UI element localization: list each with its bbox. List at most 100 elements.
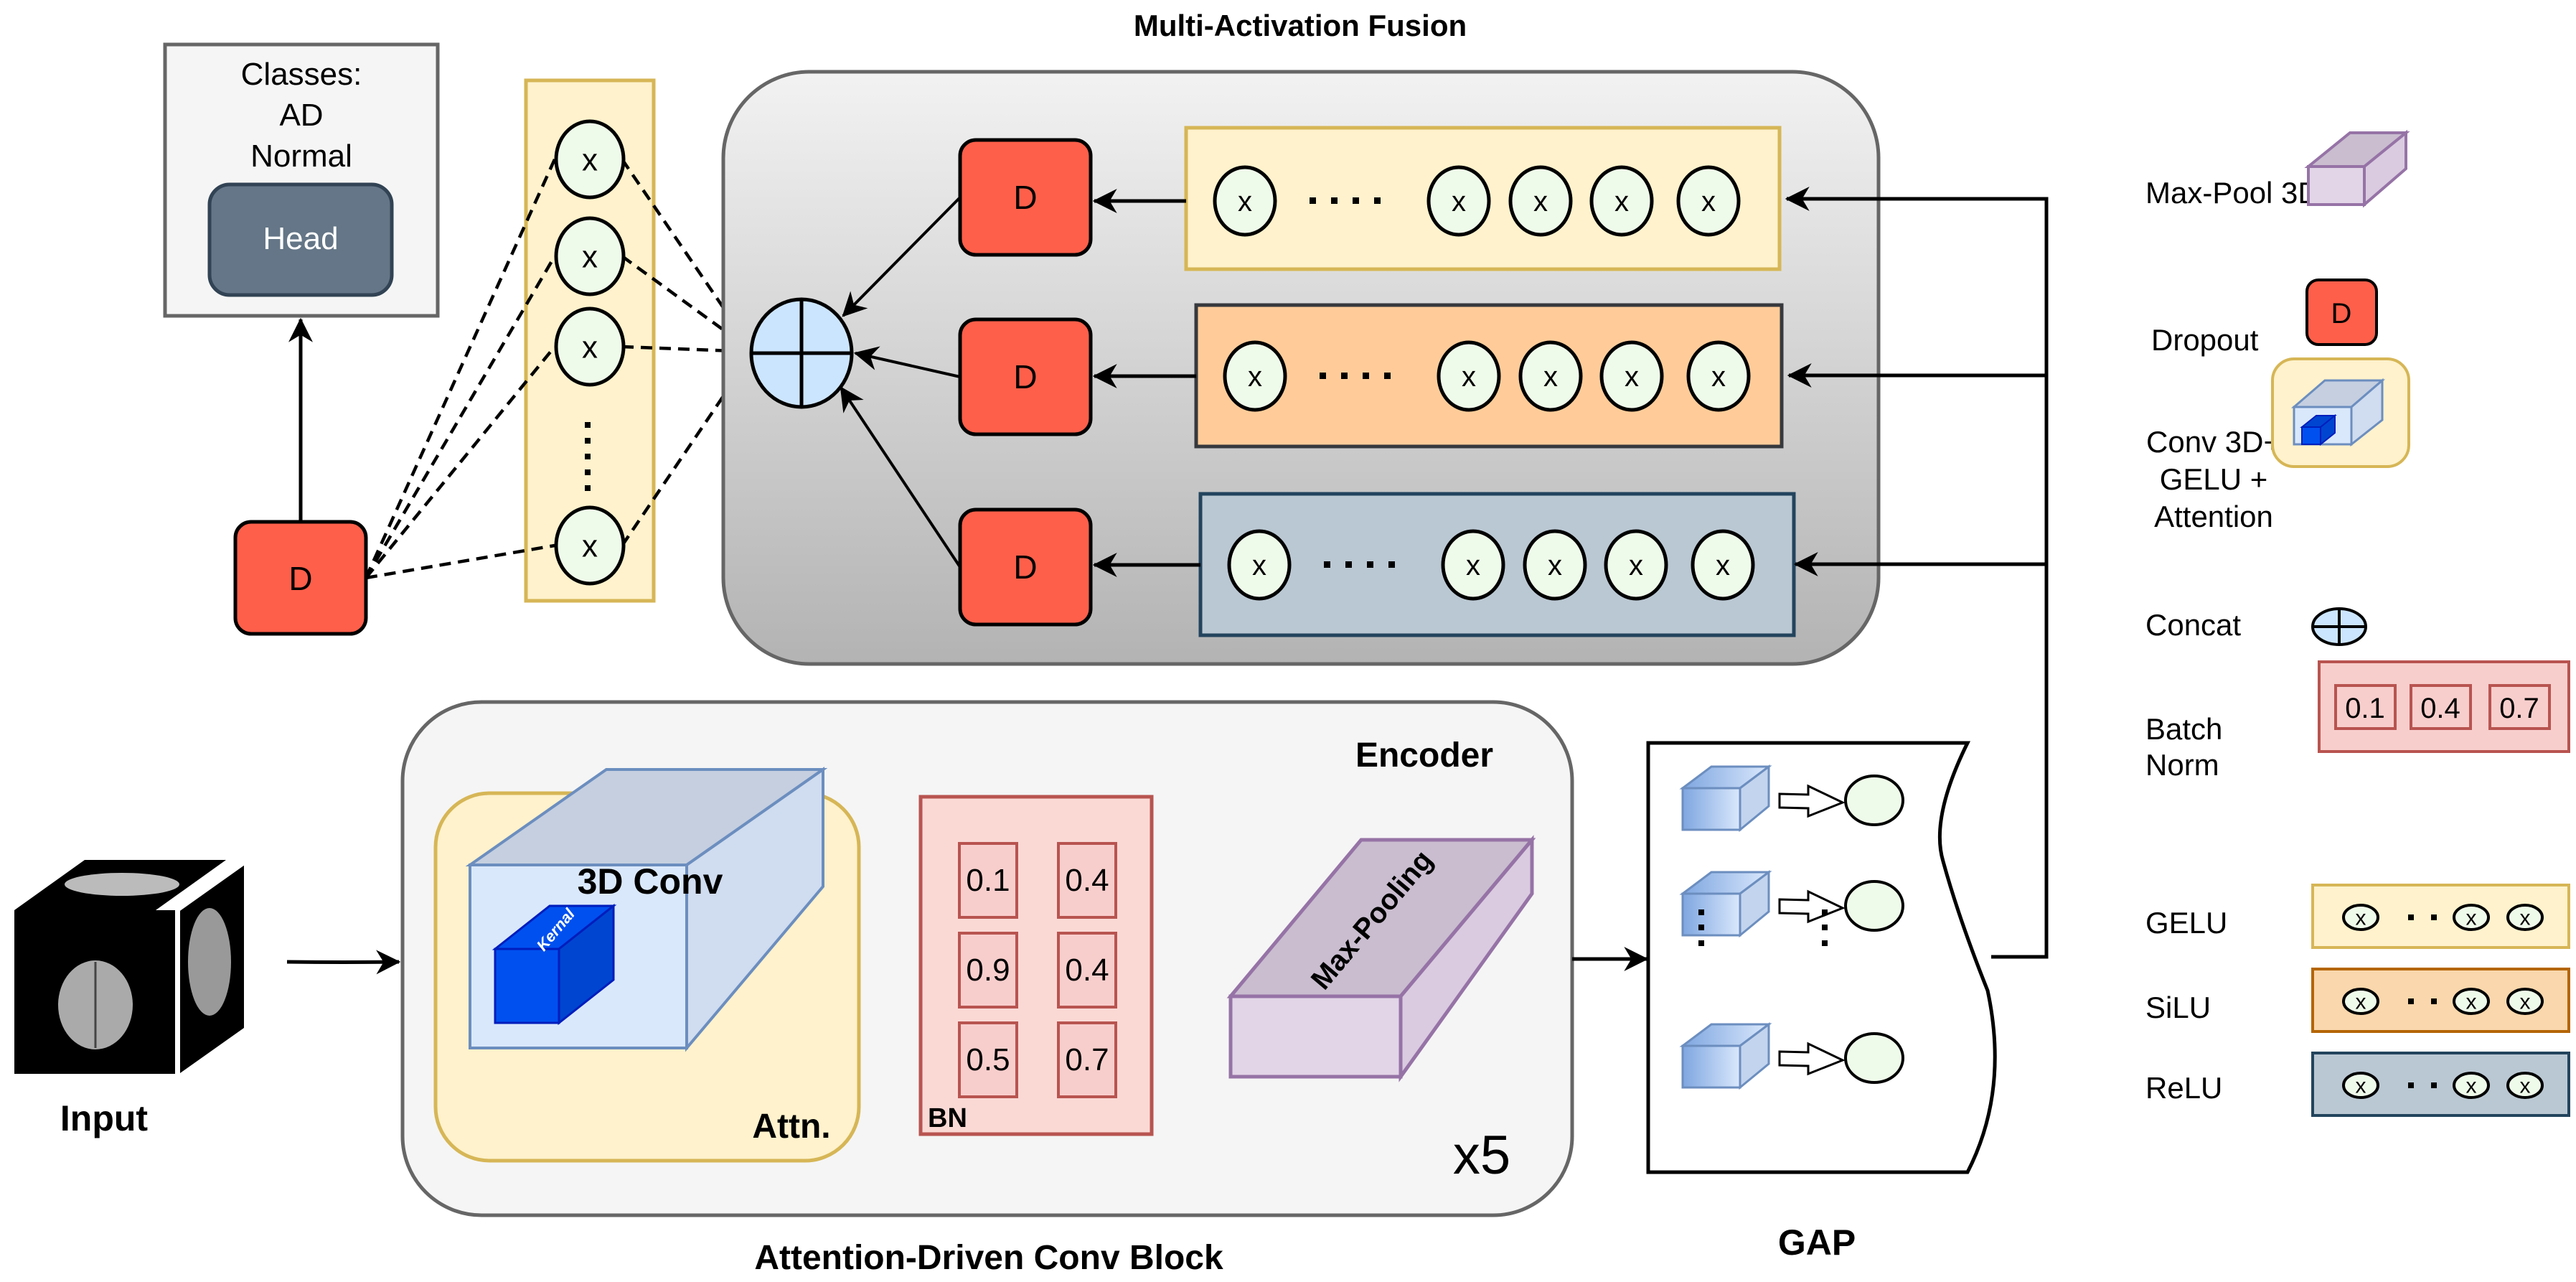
legend-bn-line1: Batch: [2145, 712, 2222, 746]
pool-arrow-icon: [1778, 784, 1846, 818]
neuron-label: x: [1533, 186, 1548, 217]
legend-bn-value: 0.7: [2499, 693, 2539, 724]
legend-bn-cell: 0.4: [2410, 684, 2472, 730]
neuron: x: [2506, 904, 2544, 931]
neuron: x: [1676, 165, 1741, 237]
bn-label: BN: [928, 1103, 967, 1133]
class-normal: Normal: [250, 139, 352, 174]
bn-value: 0.4: [1065, 953, 1109, 988]
kernel-cube: Kernal: [492, 903, 617, 1026]
legend-dropout-label: Dropout: [2151, 323, 2259, 357]
neuron: x: [2342, 988, 2379, 1015]
bn-cell: 0.7: [1057, 1021, 1117, 1098]
neuron-label: x: [2466, 991, 2477, 1014]
neuron: x: [2342, 1072, 2379, 1099]
dropout-label: D: [288, 560, 312, 597]
neuron: x: [554, 307, 626, 387]
legend-maxpool-icon: [2304, 129, 2410, 208]
neuron-label: x: [1701, 186, 1716, 217]
legend-maxpool-label: Max-Pool 3D: [2145, 176, 2320, 210]
head-block: Head: [207, 182, 394, 297]
bn-cell: 0.5: [958, 1021, 1018, 1098]
neuron-label: x: [1625, 361, 1639, 393]
gap-to-fusion-connector: [1785, 187, 2049, 959]
neuron: x: [554, 505, 626, 586]
dropout-to-concat-arrows: [840, 196, 962, 569]
bn-value: 0.9: [966, 953, 1010, 988]
neuron-label: x: [2520, 1075, 2531, 1098]
legend-bn-cell: 0.7: [2488, 684, 2551, 730]
bn-value: 0.7: [1065, 1042, 1109, 1077]
gap-ellipsis: [1698, 909, 1828, 946]
neuron: x: [554, 216, 626, 296]
input-label: Input: [60, 1098, 149, 1138]
row-ellipsis: [1310, 197, 1381, 204]
dropout-gelu: D: [958, 138, 1093, 257]
gap-item: [1679, 764, 1904, 833]
legend-relu-label: ReLU: [2145, 1071, 2222, 1105]
bn-value: 0.4: [1065, 863, 1109, 898]
legend-conv-icon: [2271, 357, 2410, 468]
neuron-label: x: [582, 528, 598, 563]
neuron-label: x: [1462, 361, 1476, 393]
neuron-label: x: [1543, 361, 1558, 393]
neuron-label: x: [2520, 991, 2531, 1014]
legend-gelu-label: GELU: [2145, 906, 2227, 940]
neuron: x: [1437, 340, 1501, 412]
bn-cells: 0.1 0.4 0.9 0.4 0.5 0.7: [958, 842, 1117, 1098]
neuron-label: x: [582, 239, 598, 274]
neuron: x: [2453, 1072, 2490, 1099]
bn-cell: 0.4: [1057, 932, 1117, 1009]
bn-cell: 0.4: [1057, 842, 1117, 919]
dense-neurons: x x x x: [554, 119, 626, 586]
neuron-label: x: [582, 329, 598, 365]
legend-bn-cell: 0.1: [2334, 684, 2397, 730]
concat-icon: [749, 297, 854, 409]
classes-label: Classes:: [241, 57, 362, 92]
neuron: x: [2506, 988, 2544, 1015]
dropout-label: D: [1013, 179, 1037, 216]
bn-cell: 0.9: [958, 932, 1018, 1009]
neuron: x: [2453, 904, 2490, 931]
feature-cube: [1681, 787, 1741, 831]
row-ellipsis: [1324, 561, 1395, 568]
input-mri-cube: [14, 860, 245, 1074]
neuron: x: [1508, 165, 1573, 237]
bn-value: 0.1: [966, 863, 1010, 898]
feature-cube: [1681, 1044, 1741, 1089]
neuron-label: x: [582, 142, 598, 177]
legend-bn-line2: Norm: [2145, 748, 2219, 782]
gap-title: GAP: [1778, 1222, 1856, 1263]
legend-dropout-icon: D: [2305, 279, 2378, 346]
legend: Max-Pool 3D Dropout D Conv 3D+ GELU + At…: [2145, 129, 2570, 1117]
neuron: x: [1599, 340, 1664, 412]
legend-conv-line2: GELU +: [2160, 462, 2268, 496]
head-label: Head: [263, 221, 338, 256]
legend-bn-icon: 0.1 0.4 0.7: [2318, 660, 2570, 753]
neuron-label: x: [1248, 361, 1262, 393]
bn-value: 0.5: [966, 1042, 1010, 1077]
feature-cube: [1681, 892, 1741, 937]
neuron: x: [1589, 165, 1654, 237]
dropout-silu: D: [958, 317, 1093, 436]
pool-arrow-icon: [1778, 1042, 1846, 1076]
dropout-label: D: [1013, 548, 1037, 586]
neuron: x: [1223, 340, 1287, 412]
neuron: x: [1691, 529, 1755, 601]
classes-box: Classes: AD Normal Head: [163, 42, 440, 318]
neuron: x: [2506, 1072, 2544, 1099]
neuron-label: x: [1716, 550, 1730, 581]
neuron-label: x: [2356, 1075, 2366, 1098]
neuron: x: [1686, 340, 1751, 412]
legend-bn-value: 0.4: [2420, 693, 2460, 724]
neuron-label: x: [2520, 907, 2531, 930]
neuron: x: [1441, 529, 1505, 601]
neuron: x: [554, 119, 626, 200]
neuron: x: [1604, 529, 1668, 601]
neuron: x: [1523, 529, 1587, 601]
